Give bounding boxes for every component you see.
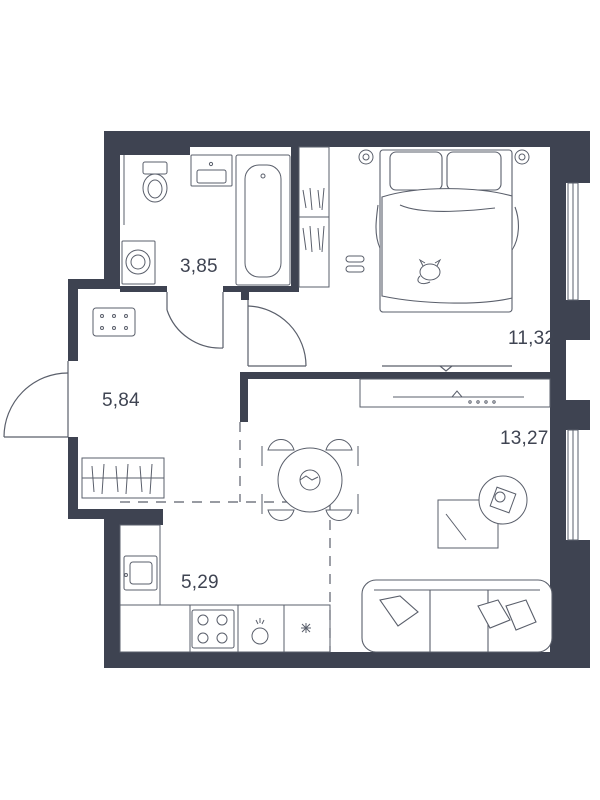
windows <box>567 182 579 541</box>
doors <box>3 292 307 438</box>
stove-icon <box>191 609 235 649</box>
shoe-cabinet-icon <box>92 307 136 337</box>
kitchen-counter-icon <box>119 524 331 653</box>
bedroom-area-label: 11,32 <box>508 328 556 349</box>
slippers-icon <box>345 255 365 273</box>
sofa-icon <box>361 579 553 653</box>
partition-lines <box>120 422 331 652</box>
nightstand-icon <box>358 149 530 165</box>
interior-walls <box>120 147 555 525</box>
toilet-icon <box>142 161 168 203</box>
bedroom-wardrobe-icon <box>298 146 330 288</box>
coffee-table-icon <box>478 475 528 525</box>
bedroom-tv-icon <box>382 365 512 372</box>
oven-icon <box>251 618 269 645</box>
kitchen-area-label: 5,29 <box>181 572 219 593</box>
bathroom-area-label: 3,85 <box>180 256 218 277</box>
rug-icon <box>437 499 499 549</box>
dining-table-icon <box>261 439 359 521</box>
living-room-area-label: 13,27 <box>500 428 549 449</box>
washing-machine-icon <box>121 240 156 285</box>
bathtub-icon <box>235 154 291 286</box>
kitchen-sink-icon <box>123 555 158 591</box>
sink-icon <box>190 154 233 187</box>
hallway-area-label: 5,84 <box>102 390 140 411</box>
fridge-icon <box>301 623 311 633</box>
exterior-walls <box>68 131 590 668</box>
tv-unit-icon <box>359 378 551 408</box>
bed-icon <box>375 149 519 313</box>
hallway-wardrobe-icon <box>81 457 165 499</box>
cat-icon <box>417 258 442 285</box>
